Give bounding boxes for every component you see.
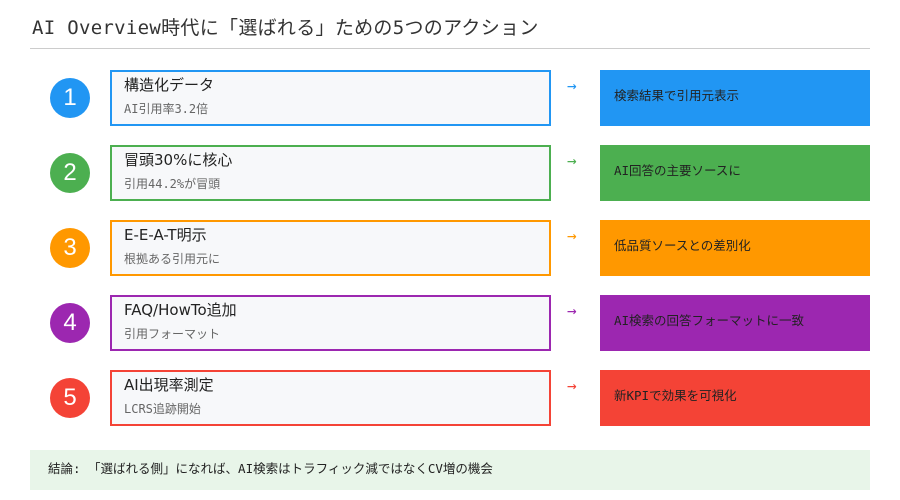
result-box: 低品質ソースとの差別化 [600,220,870,276]
action-subtitle: 引用フォーマット [124,327,221,341]
arrow-right-icon: → [567,301,577,320]
action-subtitle: LCRS追跡開始 [124,402,201,416]
arrow-right-icon: → [567,76,577,95]
result-text: 新KPIで効果を可視化 [614,388,737,403]
action-card: E-E-A-T明示 根拠ある引用元に [110,220,551,276]
action-row-1: 1 構造化データ AI引用率3.2倍 → 検索結果で引用元表示 [0,70,900,126]
result-box: 検索結果で引用元表示 [600,70,870,126]
action-title: 構造化データ [124,76,215,94]
result-text: AI検索の回答フォーマットに一致 [614,313,805,328]
action-subtitle: AI引用率3.2倍 [124,102,209,116]
action-title: 冒頭30%に核心 [124,151,233,169]
conclusion-box: 結論: 「選ばれる側」になれば、AI検索はトラフィック減ではなくCV増の機会 [30,450,870,490]
arrow-right-icon: → [567,226,577,245]
action-row-3: 3 E-E-A-T明示 根拠ある引用元に → 低品質ソースとの差別化 [0,220,900,276]
action-subtitle: 引用44.2%が冒頭 [124,177,221,191]
step-number-badge: 5 [50,378,90,418]
result-text: 検索結果で引用元表示 [614,88,740,103]
result-text: AI回答の主要ソースに [614,163,741,178]
result-box: AI検索の回答フォーマットに一致 [600,295,870,351]
result-box: 新KPIで効果を可視化 [600,370,870,426]
conclusion-text: 結論: 「選ばれる側」になれば、AI検索はトラフィック減ではなくCV増の機会 [48,461,493,476]
arrow-right-icon: → [567,376,577,395]
action-title: AI出現率測定 [124,376,214,394]
arrow-right-icon: → [567,151,577,170]
action-row-4: 4 FAQ/HowTo追加 引用フォーマット → AI検索の回答フォーマットに一… [0,295,900,351]
action-card: AI出現率測定 LCRS追跡開始 [110,370,551,426]
result-text: 低品質ソースとの差別化 [614,238,751,253]
result-box: AI回答の主要ソースに [600,145,870,201]
action-row-5: 5 AI出現率測定 LCRS追跡開始 → 新KPIで効果を可視化 [0,370,900,426]
action-card: FAQ/HowTo追加 引用フォーマット [110,295,551,351]
action-card: 構造化データ AI引用率3.2倍 [110,70,551,126]
action-title: FAQ/HowTo追加 [124,301,237,319]
step-number-badge: 3 [50,228,90,268]
action-card: 冒頭30%に核心 引用44.2%が冒頭 [110,145,551,201]
action-row-2: 2 冒頭30%に核心 引用44.2%が冒頭 → AI回答の主要ソースに [0,145,900,201]
step-number-badge: 2 [50,153,90,193]
step-number-badge: 4 [50,303,90,343]
action-subtitle: 根拠ある引用元に [124,252,221,266]
step-number-badge: 1 [50,78,90,118]
page-title: AI Overview時代に「選ばれる」ための5つのアクション [32,17,539,39]
action-title: E-E-A-T明示 [124,226,207,244]
title-divider [30,48,870,49]
